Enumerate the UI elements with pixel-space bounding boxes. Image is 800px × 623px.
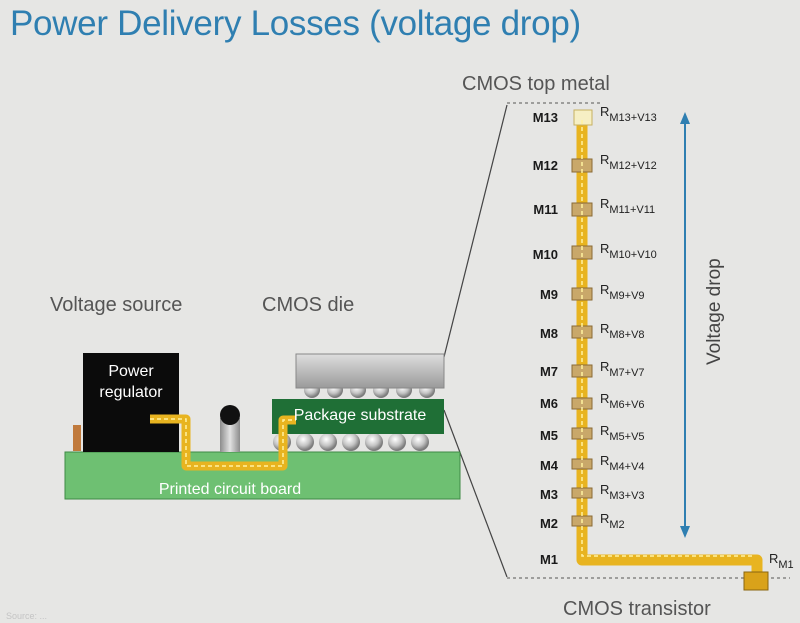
metal-layer-label: M6 [539,396,558,411]
metal-layer-label: M10 [532,247,558,262]
resistance-subscript: M2 [609,519,625,531]
resistance-symbol: R [600,482,610,497]
power-path-dash [150,418,296,467]
resistance-label: RM3+V3 [600,482,645,502]
resistance-label: RM11+V11 [600,196,655,216]
resistance-subscript: M4+V4 [609,461,645,473]
resistance-symbol: R [600,196,610,211]
resistance-subscript: M10+V10 [609,249,657,261]
metal-stack-dash [581,120,755,557]
resistance-symbol: R [600,391,610,406]
metal-layer-label: M12 [532,158,558,173]
metal-layer-label: M4 [539,458,558,473]
metal-layer-label: M2 [539,516,558,531]
pcb-board [64,451,461,500]
arrow-head-up [680,112,690,124]
resistance-subscript: M6+V6 [609,399,645,411]
voltage-source-label: Voltage source [50,294,183,316]
voltage-drop-label: Voltage drop [704,258,725,365]
metal-layer-label: M11 [533,202,558,217]
resistance-symbol: R [600,511,610,526]
metal-layer-label: M13 [532,110,558,125]
pcb-label: Printed circuit board [158,481,302,498]
resistance-symbol: R [600,282,610,297]
cmos-top-metal-label: CMOS top metal [462,73,610,95]
resistance-subscript: M8+V8 [609,329,645,341]
resistance-label: RM2 [600,511,625,531]
resistance-subscript: M13+V13 [609,112,657,124]
resistance-label: RM10+V10 [600,241,657,261]
resistance-symbol: R [600,104,610,119]
resistance-label: RM12+V12 [600,152,657,172]
metal-layer-label: M3 [539,487,558,502]
resistance-label: RM6+V6 [600,391,645,411]
resistance-subscript: M1 [778,559,794,571]
resistance-symbol: R [600,359,610,374]
resistance-subscript: M3+V3 [609,490,645,502]
arrow-head-down [680,526,690,538]
resistance-symbol: R [600,321,610,336]
resistance-subscript: M9+V9 [609,290,645,302]
package-substrate-label: Package substrate [293,407,427,424]
cmos-die-label: CMOS die [262,294,355,316]
source-footnote: Source: ... [6,611,48,621]
slide-title: Power Delivery Losses (voltage drop) [10,4,581,43]
resistance-subscript: M7+V7 [609,367,645,379]
capacitor-body [220,418,240,452]
cmos-transistor-label: CMOS transistor [563,598,711,620]
resistance-label: RM8+V8 [600,321,645,341]
cmos-die-box [295,353,445,389]
resistance-label: RM9+V9 [600,282,645,302]
resistance-subscript: M11+V11 [609,204,656,216]
resistance-symbol: R [600,423,610,438]
resistance-label: RM13+V13 [600,104,657,124]
metal-layer-label: M7 [539,364,558,379]
power-regulator-box [83,353,179,452]
resistance-label: RM7+V7 [600,359,645,379]
resistance-subscript: M5+V5 [609,431,645,443]
resistance-symbol: R [600,241,610,256]
zoom-line-top [443,104,508,358]
regulator-pin [73,425,81,451]
metal-layer-label: M5 [539,428,558,443]
transistor-contact [743,571,769,591]
via-m11 [571,202,593,217]
metal-layer-label: M1 [539,552,558,567]
top-metal-pad [573,109,593,126]
package-substrate-box [272,399,444,434]
resistance-subscript: M12+V12 [609,160,657,172]
resistance-label: RM5+V5 [600,423,645,443]
resistance-symbol: R [600,453,610,468]
metal-layer-label: M9 [539,287,558,302]
resistance-symbol: R [769,551,779,566]
substrate-bumps [273,433,429,451]
resistance-label: RM4+V4 [600,453,645,473]
zoom-line-bottom [443,409,508,578]
power-regulator-label: Power regulator [99,363,163,401]
resistance-label: RM1 [769,551,794,571]
resistance-symbol: R [600,152,610,167]
capacitor-top [220,405,240,425]
metal-layer-label: M8 [539,326,558,341]
